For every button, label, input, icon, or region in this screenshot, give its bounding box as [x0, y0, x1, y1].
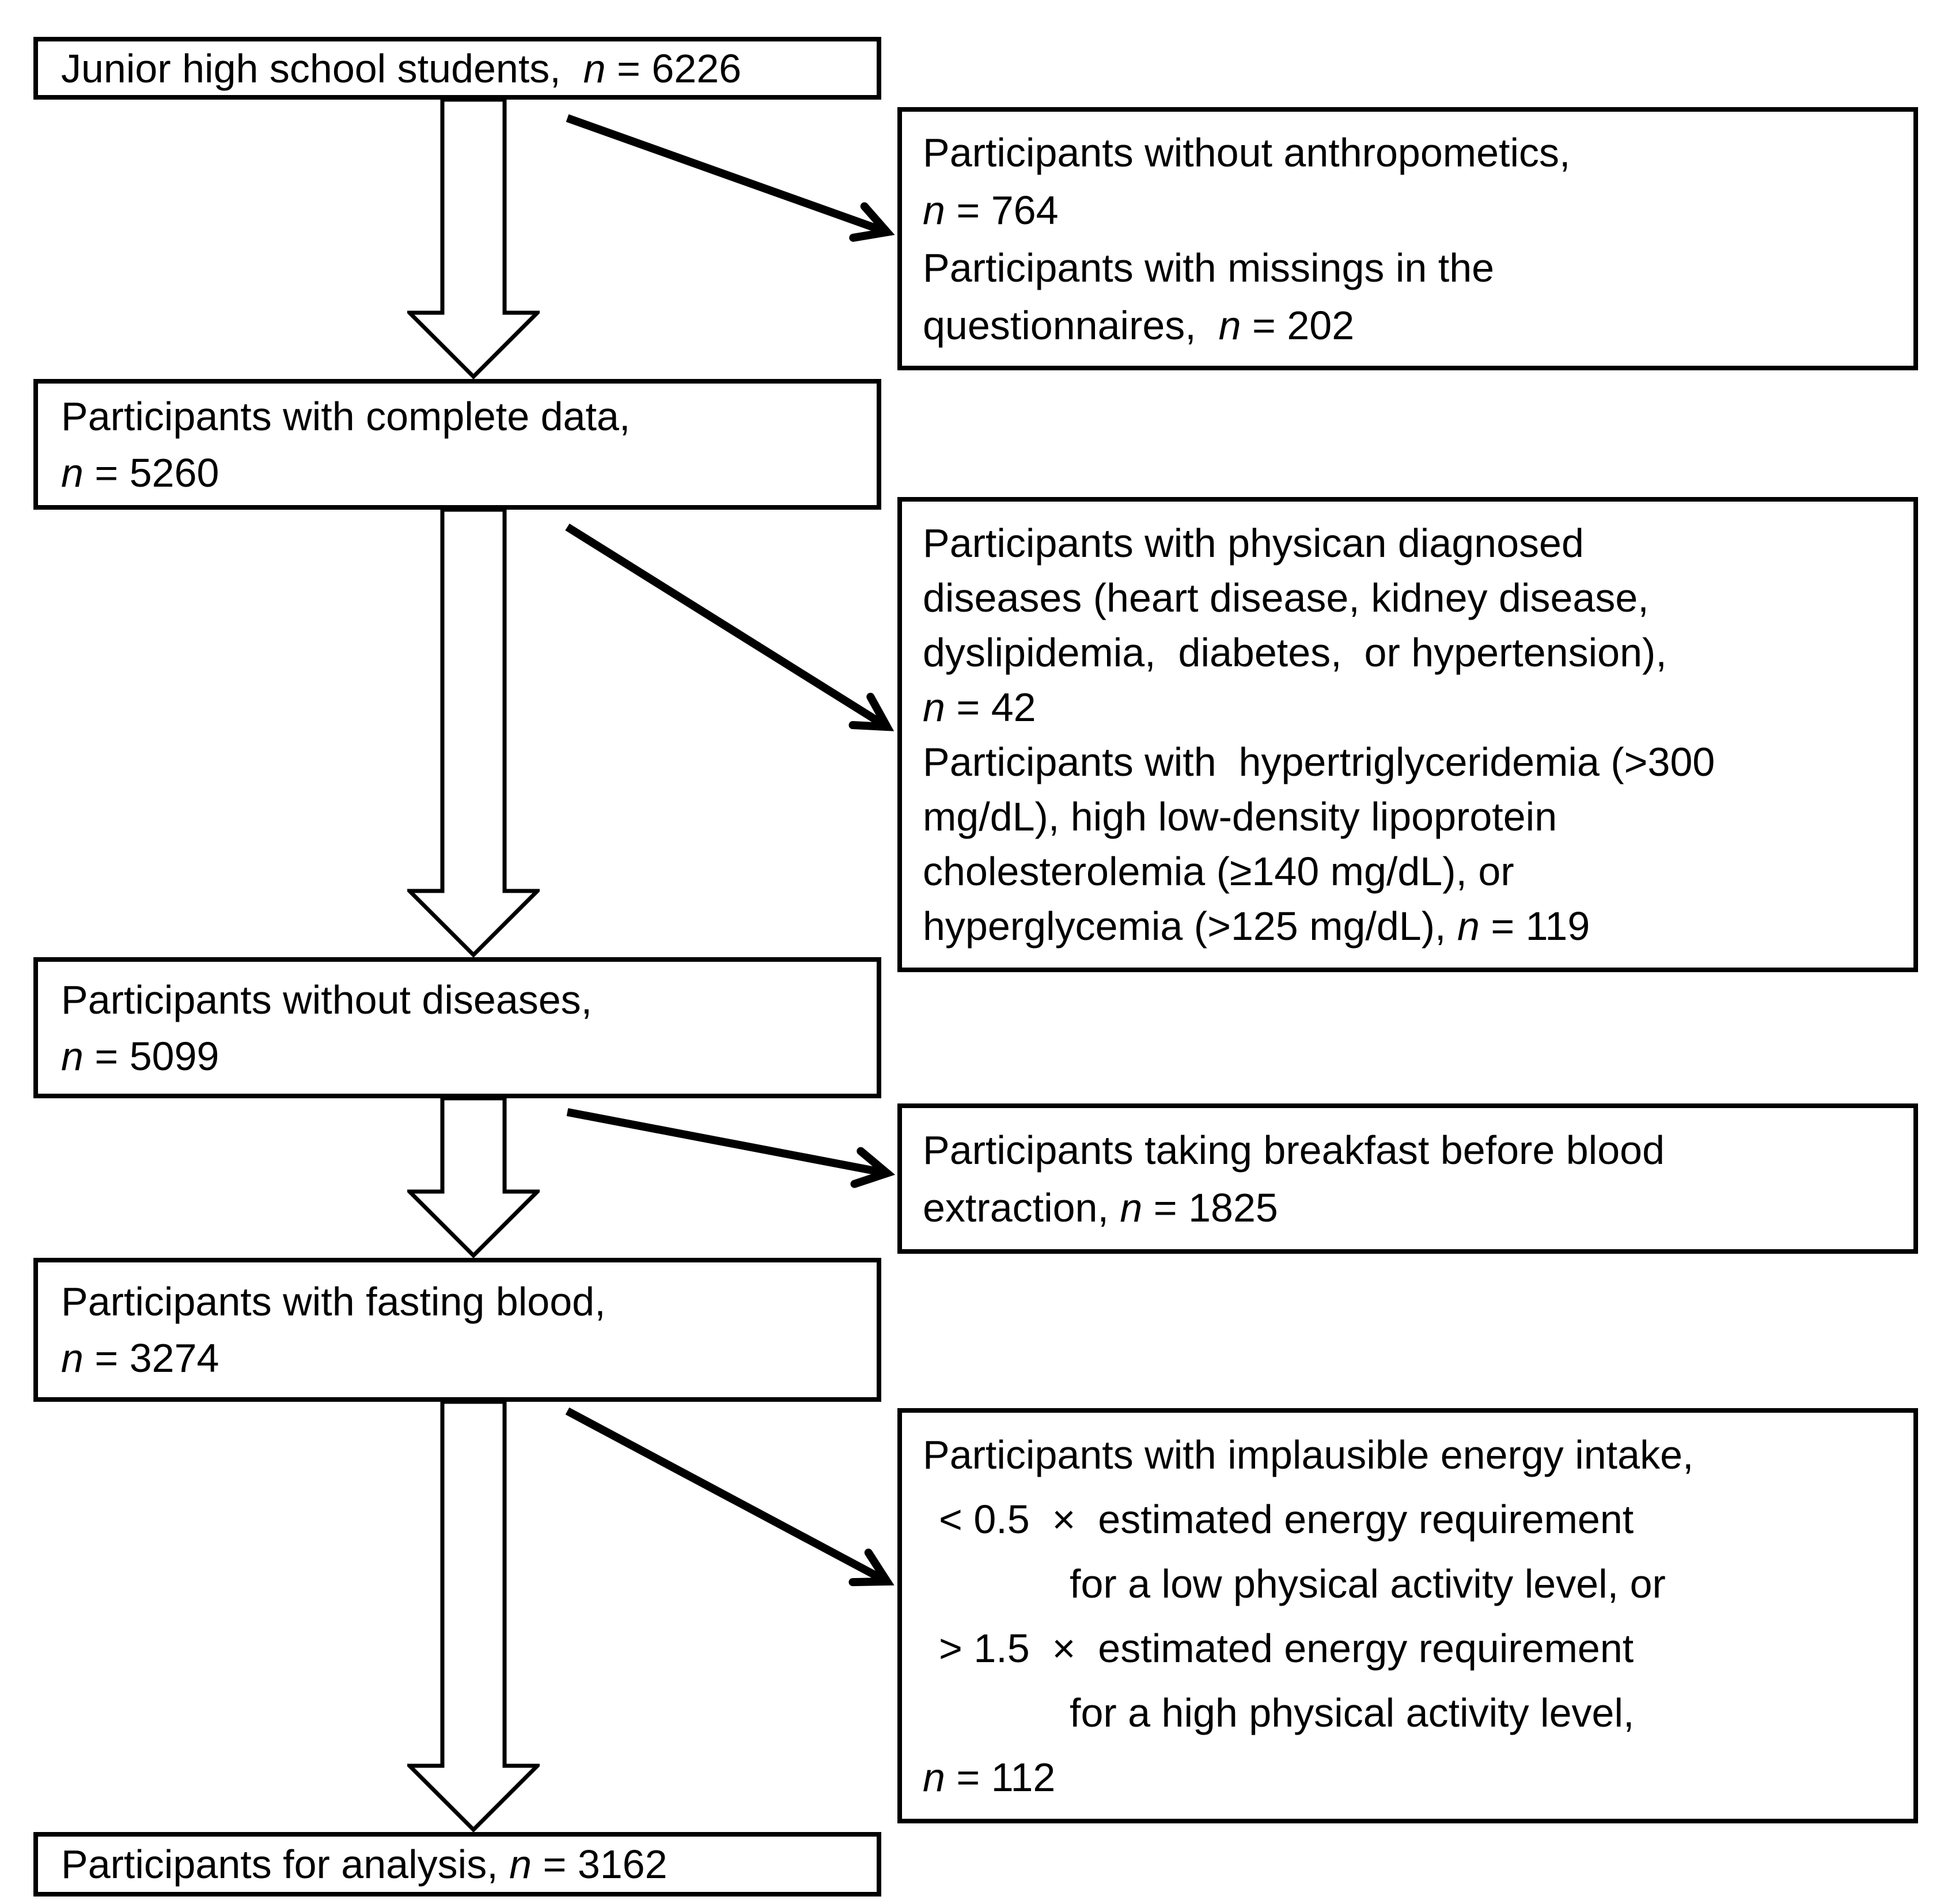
text-segment: = 119: [1479, 903, 1590, 949]
text-segment: Participants with missings in the: [923, 245, 1495, 290]
text-segment: Participants with fasting blood,: [61, 1279, 606, 1324]
text-line: hyperglycemia (>125 mg/dL), n = 119: [923, 899, 1908, 954]
italic-n-symbol: n: [923, 1754, 945, 1800]
text-line: mg/dL), high low-density lipoprotein: [923, 790, 1908, 844]
text-line: n = 3274: [61, 1330, 871, 1386]
text-segment: cholesterolemia (≥140 mg/dL), or: [923, 848, 1514, 894]
text-line: n = 764: [923, 181, 1908, 239]
text-line: Participants with implausible energy int…: [923, 1423, 1908, 1487]
text-line: questionnaires, n = 202: [923, 297, 1908, 354]
text-segment: Junior high school students,: [61, 45, 583, 91]
text-segment: hyperglycemia (>125 mg/dL),: [923, 903, 1457, 949]
down-block-arrow-3: [407, 1098, 540, 1258]
block-arrow-shape: [407, 510, 540, 957]
italic-n-symbol: n: [923, 187, 945, 233]
down-block-arrow-4: [407, 1402, 540, 1832]
text-line: extraction, n = 1825: [923, 1179, 1908, 1237]
text-line: Junior high school students, n = 6226: [61, 40, 871, 97]
text-line: diseases (heart disease, kidney disease,: [923, 571, 1908, 625]
exclusion-box-diseases: Participants with physican diagnosed dise…: [897, 497, 1918, 972]
italic-n-symbol: n: [1120, 1185, 1143, 1230]
italic-n-symbol: n: [61, 1336, 84, 1380]
text-segment: = 112: [945, 1754, 1056, 1800]
text-segment: = 6226: [605, 45, 742, 91]
flow-box-without-diseases: Participants without diseases, n = 5099: [33, 957, 881, 1098]
text-line: cholesterolemia (≥140 mg/dL), or: [923, 844, 1908, 899]
italic-n-symbol: n: [509, 1842, 532, 1887]
text-segment: = 42: [945, 684, 1036, 730]
text-line: Participants without diseases,: [61, 972, 871, 1028]
text-segment: = 1825: [1142, 1185, 1278, 1230]
text-segment: = 202: [1241, 302, 1355, 348]
text-segment: extraction,: [923, 1185, 1120, 1230]
text-segment: Participants with physican diagnosed: [923, 520, 1584, 566]
italic-n-symbol: n: [923, 684, 945, 730]
text-segment: = 764: [945, 187, 1059, 233]
flow-box-junior-high-students: Junior high school students, n = 6226: [33, 37, 881, 100]
italic-n-symbol: n: [61, 1033, 84, 1079]
italic-n-symbol: n: [1218, 302, 1241, 348]
text-line: Participants with hypertriglyceridemia (…: [923, 735, 1908, 790]
exclusion-arrow-1: [566, 114, 895, 242]
text-segment: = 5099: [83, 1033, 219, 1079]
flow-box-complete-data: Participants with complete data, n = 5260: [33, 379, 881, 510]
text-line: > 1.5 × estimated energy requirement: [923, 1616, 1908, 1681]
text-line: Participants with fasting blood,: [61, 1273, 871, 1330]
text-segment: Participants for analysis,: [61, 1842, 510, 1887]
down-block-arrow-2: [407, 510, 540, 957]
text-segment: for a high physical activity level,: [1070, 1690, 1635, 1735]
block-arrow-shape: [407, 1098, 540, 1258]
text-line: for a low physical activity level, or: [923, 1552, 1908, 1616]
text-segment: > 1.5 × estimated energy requirement: [939, 1625, 1634, 1671]
text-segment: = 3274: [83, 1336, 219, 1380]
text-segment: for a low physical activity level, or: [1070, 1561, 1666, 1606]
text-segment: dyslipidemia, diabetes, or hypertension)…: [923, 629, 1667, 675]
text-line: Participants with physican diagnosed: [923, 516, 1908, 571]
exclusion-box-implausible-energy: Participants with implausible energy int…: [897, 1408, 1918, 1823]
exclusion-arrow-4: [565, 1407, 895, 1587]
text-line: < 0.5 × estimated energy requirement: [923, 1487, 1908, 1552]
text-line: Participants without anthropometics,: [923, 124, 1908, 181]
exclusion-box-missing-data: Participants without anthropometics, n = …: [897, 107, 1918, 370]
exclusion-arrow-2: [565, 524, 895, 731]
text-segment: Participants with complete data,: [61, 393, 631, 439]
text-line: n = 42: [923, 680, 1908, 735]
text-line: n = 5099: [61, 1028, 871, 1084]
block-arrow-shape: [407, 100, 540, 379]
down-block-arrow-1: [407, 100, 540, 379]
exclusion-box-breakfast: Participants taking breakfast before blo…: [897, 1103, 1918, 1254]
text-line: n = 5260: [61, 445, 871, 501]
text-segment: diseases (heart disease, kidney disease,: [923, 575, 1649, 620]
text-line: Participants with missings in the: [923, 239, 1908, 297]
text-segment: < 0.5 × estimated energy requirement: [939, 1496, 1634, 1542]
exclusion-arrow-3: [566, 1108, 896, 1188]
text-segment: Participants with implausible energy int…: [923, 1432, 1694, 1477]
text-segment: = 3162: [532, 1842, 668, 1887]
text-line: dyslipidemia, diabetes, or hypertension)…: [923, 625, 1908, 680]
text-segment: mg/dL), high low-density lipoprotein: [923, 794, 1557, 839]
text-line: Participants for analysis, n = 3162: [61, 1836, 871, 1892]
text-segment: = 5260: [83, 450, 219, 495]
text-segment: Participants taking breakfast before blo…: [923, 1127, 1665, 1173]
flow-box-for-analysis: Participants for analysis, n = 3162: [33, 1832, 881, 1897]
text-segment: questionnaires,: [923, 302, 1219, 348]
text-line: Participants taking breakfast before blo…: [923, 1121, 1908, 1179]
flow-box-fasting-blood: Participants with fasting blood, n = 3274: [33, 1258, 881, 1402]
text-segment: Participants with hypertriglyceridemia (…: [923, 739, 1715, 784]
text-segment: Participants without diseases,: [61, 977, 593, 1022]
italic-n-symbol: n: [1457, 903, 1480, 949]
text-line: n = 112: [923, 1745, 1908, 1810]
italic-n-symbol: n: [583, 45, 606, 91]
italic-n-symbol: n: [61, 450, 84, 495]
text-segment: Participants without anthropometics,: [923, 130, 1571, 175]
block-arrow-shape: [407, 1402, 540, 1832]
text-line: Participants with complete data,: [61, 388, 871, 445]
text-line: for a high physical activity level,: [923, 1681, 1908, 1745]
